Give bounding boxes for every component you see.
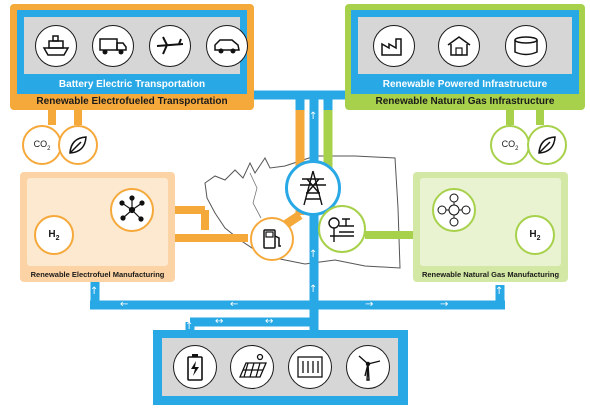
- ship-icon: [35, 25, 77, 67]
- h2-subscript: 2: [55, 234, 60, 242]
- co2-cloud-icon-right: CO2: [490, 125, 530, 165]
- arrow-up-left: ↑: [90, 286, 99, 297]
- airplane-icon: [149, 25, 191, 67]
- transportation-title: Battery Electric Transportation: [58, 79, 206, 90]
- arrow-right-bus-1: →: [365, 299, 374, 310]
- methane-molecule-icon: [432, 188, 476, 232]
- gas-pipeline-icon: [318, 205, 366, 253]
- truck-icon: [92, 25, 134, 67]
- car-icon: [206, 25, 248, 67]
- arrow-both-2: ↔: [265, 316, 274, 327]
- arrow-left-bus-2: ←: [230, 299, 239, 310]
- arrow-up-gen: ↑: [185, 321, 194, 332]
- leaf-icon-right: [527, 125, 567, 165]
- co2-text: CO: [33, 138, 48, 149]
- arrow-up-center-bottom: ↑: [309, 284, 318, 295]
- arrow-left-bus-1: ←: [120, 299, 129, 310]
- electrofuel-manufacturing-label: Renewable Electrofuel Manufacturing: [30, 270, 165, 279]
- h2-text: H: [48, 228, 56, 240]
- arrow-up-center-low: ↑: [309, 249, 318, 260]
- leaf-icon: [58, 125, 98, 165]
- house-icon: [438, 25, 480, 67]
- storage-tank-icon: [505, 25, 547, 67]
- solar-panel-icon: [230, 345, 274, 389]
- arrow-right-bus-2: →: [440, 299, 449, 310]
- factory-icon: [373, 25, 415, 67]
- arrow-both-1: ↔: [215, 316, 224, 327]
- co2-text-right: CO: [501, 138, 516, 149]
- infrastructure-title: Renewable Powered Infrastructure: [382, 79, 548, 90]
- natgas-manufacturing-label: Renewable Natural Gas Manufacturing: [421, 270, 560, 279]
- co2-subscript: 2: [47, 145, 51, 152]
- hydro-dam-icon: [288, 345, 332, 389]
- infrastructure-subtitle: Renewable Natural Gas Infrastructure: [375, 96, 555, 107]
- hydrogen-tank-icon: H2: [34, 215, 74, 255]
- wind-turbine-icon: [346, 345, 390, 389]
- arrow-up-right: ↑: [495, 286, 504, 297]
- fuel-pump-icon: [250, 217, 294, 261]
- arrow-up-center: ↑: [309, 111, 318, 122]
- hydrogen-tank-icon-right: H2: [515, 215, 555, 255]
- h2-text-right: H: [529, 228, 537, 240]
- battery-icon: [173, 345, 217, 389]
- co2-subscript-right: 2: [515, 145, 519, 152]
- h2-subscript-right: 2: [536, 234, 541, 242]
- molecule-network-icon: [110, 188, 154, 232]
- co2-cloud-icon: CO2: [22, 125, 62, 165]
- transportation-subtitle: Renewable Electrofueled Transportation: [36, 96, 228, 107]
